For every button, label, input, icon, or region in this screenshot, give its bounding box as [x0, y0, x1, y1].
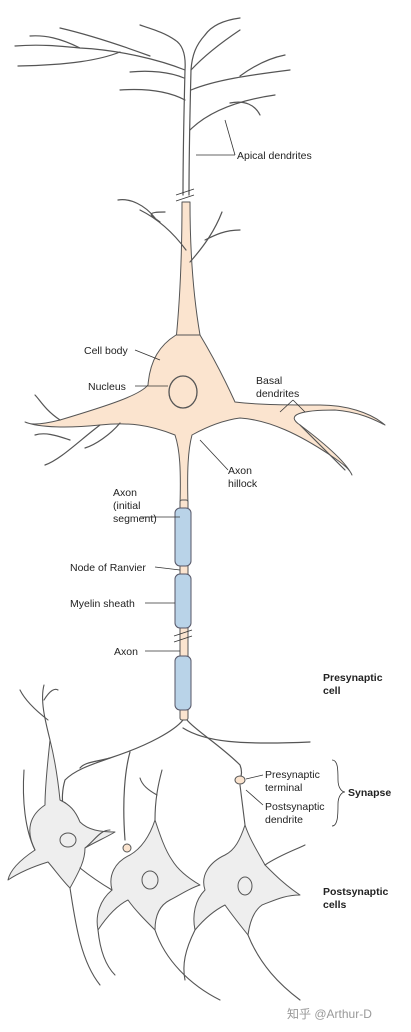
label-postsynaptic-dendrite-2: dendrite — [265, 814, 303, 826]
nucleus — [168, 375, 198, 409]
label-basal-1: Basal — [256, 375, 282, 387]
label-axon: Axon — [114, 646, 138, 658]
label-postsynaptic-cells-2: cells — [323, 899, 347, 911]
apical-break-mark — [175, 188, 195, 202]
label-postsynaptic-cells-1: Postsynaptic — [323, 886, 389, 898]
apical-dendrite-tree — [14, 17, 291, 196]
label-nucleus: Nucleus — [88, 381, 126, 393]
label-axon-initial-2: (initial — [113, 500, 140, 512]
label-basal-2: dendrites — [256, 388, 299, 400]
label-axon-hillock-1: Axon — [228, 465, 252, 477]
label-synapse: Synapse — [348, 787, 391, 799]
label-axon-hillock-2: hillock — [228, 478, 258, 490]
label-presynaptic-terminal-2: terminal — [265, 782, 302, 794]
label-postsynaptic-dendrite-1: Postsynaptic — [265, 801, 325, 813]
leader-lines — [134, 119, 346, 827]
label-axon-initial-1: Axon — [113, 487, 137, 499]
label-myelin-sheath: Myelin sheath — [70, 598, 135, 610]
label-presynaptic-cell-2: cell — [323, 685, 341, 697]
label-apical-dendrites: Apical dendrites — [237, 150, 312, 162]
label-cell-body: Cell body — [84, 345, 129, 357]
myelin-segment-1 — [174, 507, 192, 567]
postsynaptic-cell-3 — [183, 784, 306, 1001]
label-axon-initial-3: segment) — [113, 513, 157, 525]
cell-body — [24, 334, 386, 506]
label-presynaptic-terminal-1: Presynaptic — [265, 769, 320, 781]
myelin-segment-2 — [174, 573, 192, 629]
upper-trunk — [117, 199, 241, 341]
label-node-of-ranvier: Node of Ranvier — [70, 562, 146, 574]
presynaptic-terminal — [234, 775, 246, 785]
postsynaptic-cell-1 — [7, 684, 116, 986]
axon — [173, 499, 193, 721]
watermark: 知乎 @Arthur-D — [287, 1007, 372, 1021]
myelin-segment-3 — [174, 655, 192, 711]
label-presynaptic-cell-1: Presynaptic — [323, 672, 383, 684]
postsynaptic-cell-2 — [79, 769, 221, 1001]
labels: Apical dendrites Cell body Nucleus Basal… — [70, 150, 391, 911]
